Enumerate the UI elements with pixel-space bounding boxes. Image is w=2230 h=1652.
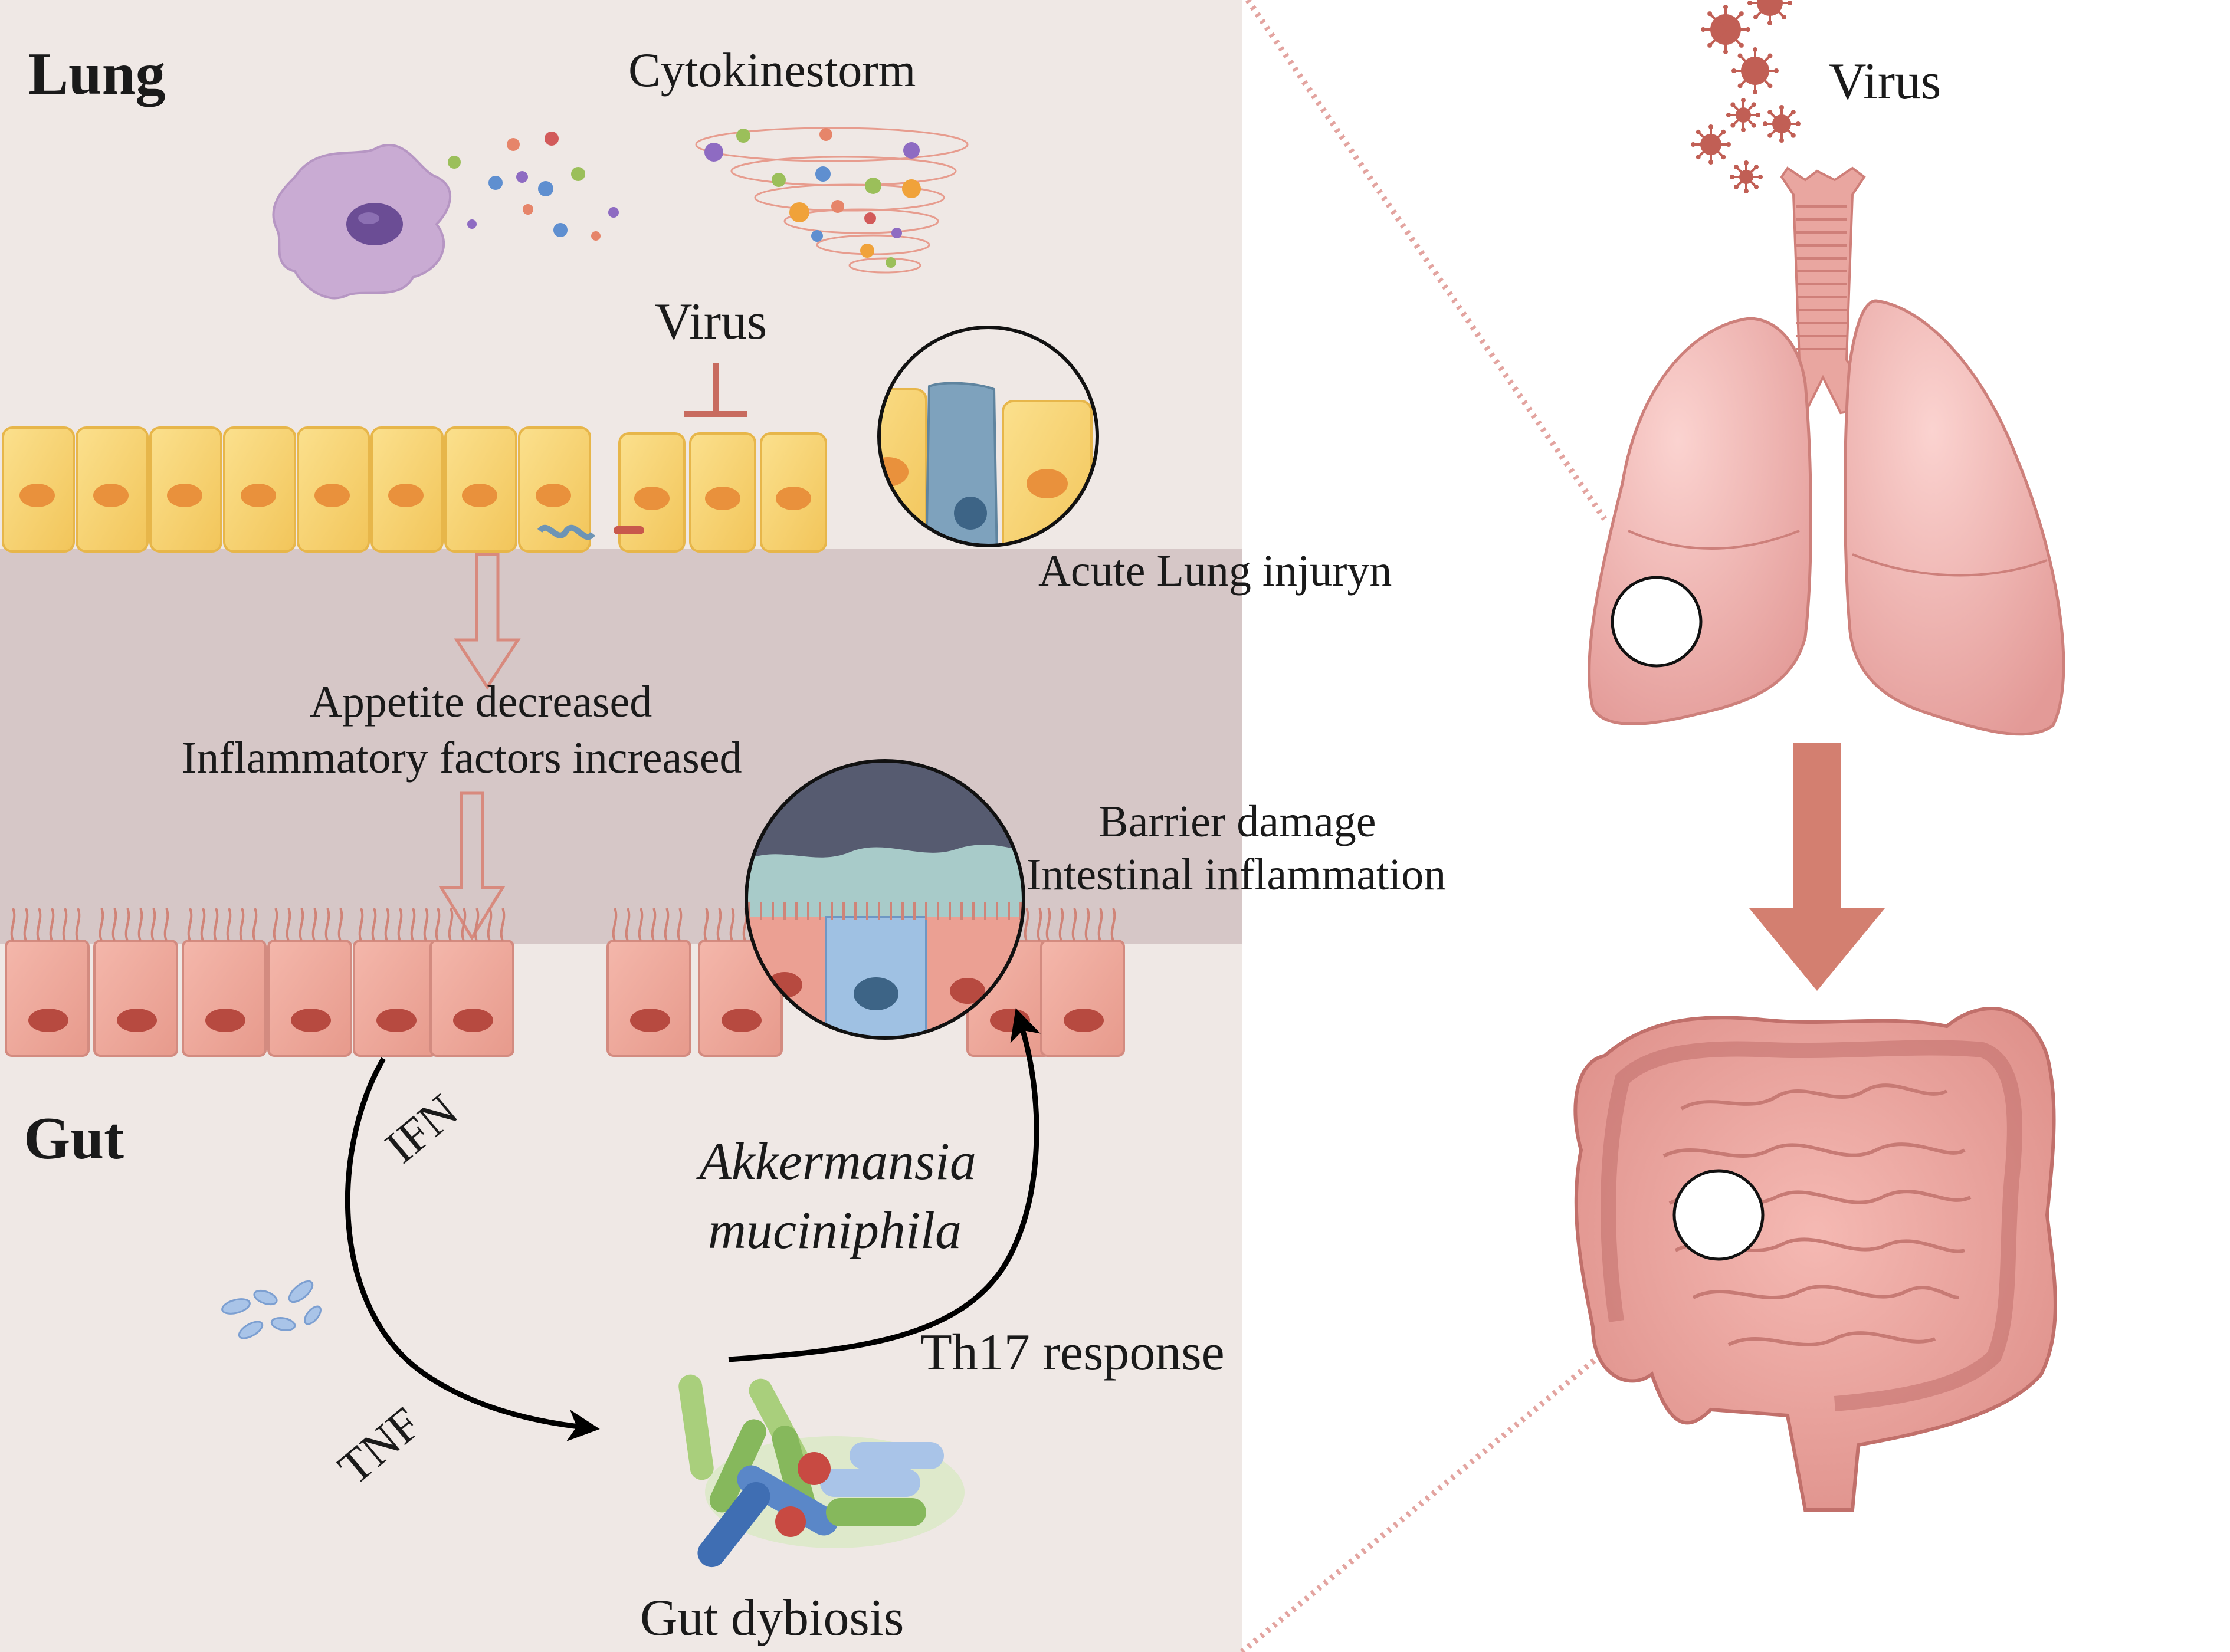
gut-marker-circle: [1673, 1169, 1765, 1261]
gut-epithelial-cell: [698, 908, 783, 1057]
damaged-cell-fragment-2: [614, 526, 644, 534]
down-arrow-band-to-gut: [438, 791, 506, 941]
lung-epithelial-cell: [149, 426, 222, 553]
gut-epithelial-cell: [93, 908, 178, 1057]
akkermansia-label-line2: muciniphila: [708, 1201, 962, 1260]
lung-epithelial-cell: [760, 432, 827, 553]
lung-epithelial-cell: [2, 426, 75, 553]
inhibition-bar-icon: [684, 363, 747, 417]
barrier-damage-label: Barrier damage: [1098, 797, 1376, 846]
lung-epithelial-cell: [297, 426, 370, 553]
gut-epithelial-cell: [1040, 908, 1125, 1057]
small-bacteria-icon: [221, 1280, 322, 1339]
inflammatory-factors-label: Inflammatory factors increased: [182, 733, 742, 783]
virus-particles-icon: [1691, 0, 1801, 193]
th17-arrow: [728, 1008, 1041, 1362]
lung-marker-circle: [1611, 576, 1703, 668]
gut-epithelial-cell: [606, 908, 691, 1057]
cytokine-storm-label: Cytokinestorm: [628, 43, 916, 97]
ifn-tnf-arrow: [345, 1057, 600, 1441]
virus-inhibition-label: Virus: [655, 293, 768, 350]
akkermansia-label-line1: Akkermansia: [699, 1132, 976, 1191]
lung-heading: Lung: [28, 41, 166, 107]
damaged-cell-fragment: [537, 524, 595, 540]
lung-epithelial-cell: [618, 432, 686, 553]
tissue-band: [0, 549, 1242, 944]
appetite-decreased-label: Appetite decreased: [310, 677, 652, 727]
cytokine-dots: [448, 132, 619, 241]
lung-epithelial-cell: [370, 426, 444, 553]
intestine-icon: [1573, 1007, 2057, 1512]
lung-epithelium: [2, 426, 827, 553]
cytokine-storm-icon: [695, 127, 969, 274]
th17-response-label: Th17 response: [920, 1324, 1225, 1381]
gut-epithelial-cell: [5, 908, 90, 1057]
lung-to-gut-arrow: [1749, 743, 1885, 991]
lung-epithelial-cell: [518, 426, 591, 553]
down-arrow-lung-to-band: [454, 553, 521, 690]
lung-epithelial-cell: [689, 432, 756, 553]
macrophage-icon: [272, 143, 451, 300]
intestinal-inflammation-label: Intestinal inflammation: [1027, 850, 1447, 899]
gut-dysbiosis-bacteria-icon: [678, 1374, 965, 1568]
gut-heading: Gut: [24, 1105, 124, 1172]
gut-dysbiosis-label: Gut dybiosis: [640, 1589, 904, 1647]
gut-epithelial-cell: [267, 908, 352, 1057]
gut-epithelial-cell: [182, 908, 267, 1057]
lung-epithelial-cell: [223, 426, 296, 553]
gut-epithelial-cell: [353, 908, 438, 1057]
divider-dotted-line-top: [1245, 0, 1608, 521]
acute-lung-injury-label: Acute Lung injuryn: [1038, 546, 1392, 596]
lung-epithelial-cell: [444, 426, 517, 553]
gut-epithelial-cell: [429, 908, 514, 1057]
lung-epithelial-cell: [76, 426, 149, 553]
virus-label: Virus: [1829, 53, 1942, 110]
